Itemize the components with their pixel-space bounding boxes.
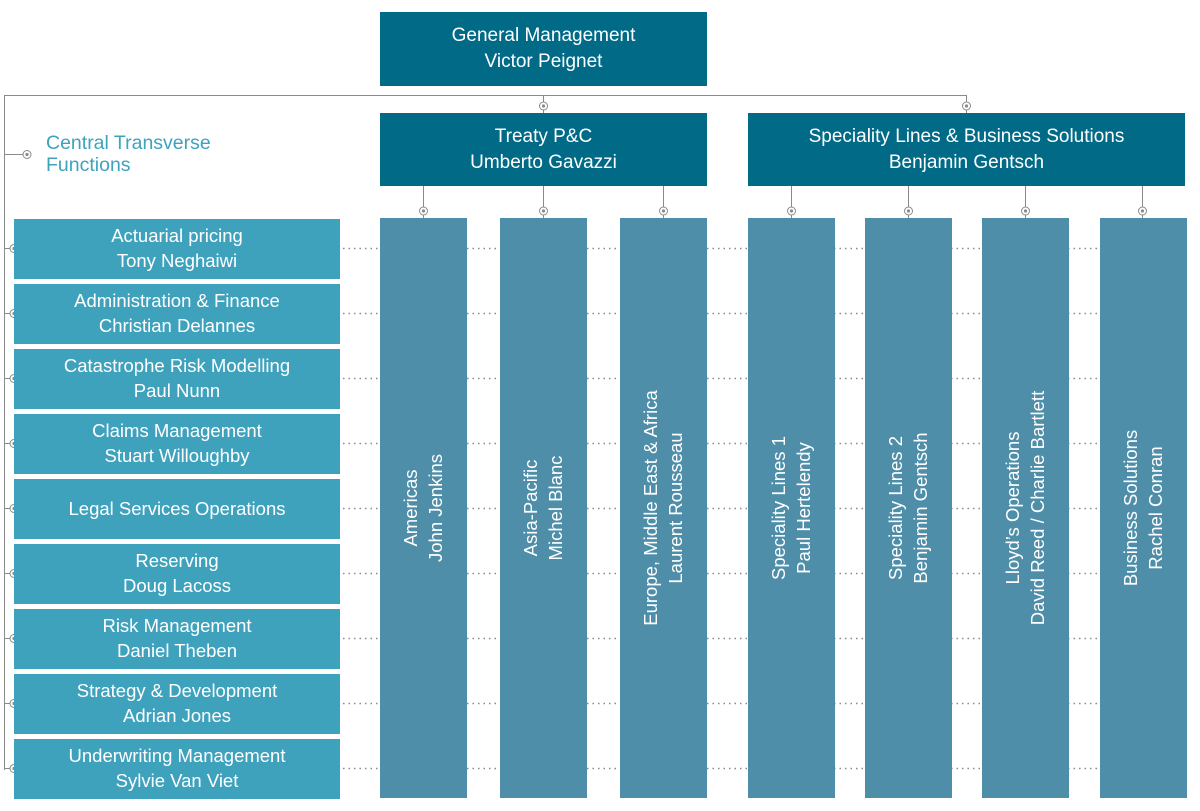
function-head-name: Christian Delannes (98, 315, 256, 336)
unit-column-business-solutions: Business Solutions Rachel Conran (1100, 218, 1187, 798)
unit-title: Lloyd’s Operations (1001, 431, 1023, 585)
unit-column-emea: Europe, Middle East & Africa Laurent Rou… (620, 218, 707, 798)
unit-column-lloyds: Lloyd’s Operations David Reed / Charlie … (982, 218, 1069, 798)
unit-label: Lloyd’s Operations David Reed / Charlie … (1001, 391, 1051, 625)
unit-label: Europe, Middle East & Africa Laurent Rou… (639, 390, 689, 625)
function-title: Underwriting Management (68, 745, 286, 767)
unit-title: Asia-Pacific (519, 459, 541, 557)
division-head-name: Umberto Gavazzi (470, 151, 617, 173)
function-title: Actuarial pricing (111, 225, 243, 247)
central-functions-title: Central Transverse Functions (46, 132, 211, 177)
function-box-actuarial: Actuarial pricing Tony Neghaiwi (14, 219, 340, 279)
unit-head-name: Michel Blanc (544, 455, 566, 561)
function-box-administration: Administration & Finance Christian Delan… (14, 284, 340, 344)
general-management-title: General Management (451, 25, 636, 47)
unit-label: Americas John Jenkins (399, 454, 449, 562)
unit-column-speciality-2: Speciality Lines 2 Benjamin Gentsch (865, 218, 952, 798)
unit-title: Business Solutions (1119, 429, 1141, 587)
unit-label: Asia-Pacific Michel Blanc (519, 456, 569, 561)
function-title: Reserving (135, 550, 219, 572)
unit-label: Business Solutions Rachel Conran (1119, 430, 1169, 586)
function-head-name: Tony Neghaiwi (116, 250, 238, 271)
function-head-name: Adrian Jones (123, 705, 231, 726)
unit-label: Speciality Lines 1 Paul Hertelendy (767, 436, 817, 580)
function-head-name: Sylvie Van Viet (115, 770, 239, 791)
function-title: Strategy & Development (76, 680, 278, 702)
function-head-name: Stuart Willoughby (104, 445, 250, 466)
unit-head-name: Paul Hertelendy (792, 442, 814, 574)
unit-title: Europe, Middle East & Africa (639, 390, 661, 626)
function-head-name: Daniel Theben (117, 640, 237, 661)
unit-head-name: John Jenkins (424, 454, 446, 562)
function-box-legal: Legal Services Operations (14, 479, 340, 539)
function-box-risk: Risk Management Daniel Theben (14, 609, 340, 669)
function-title: Catastrophe Risk Modelling (63, 355, 291, 377)
division-title: Speciality Lines & Business Solutions (808, 125, 1125, 147)
function-title: Risk Management (102, 615, 252, 637)
function-box-catastrophe: Catastrophe Risk Modelling Paul Nunn (14, 349, 340, 409)
function-head-name: Doug Lacoss (123, 575, 231, 596)
division-box-speciality: Speciality Lines & Business Solutions Be… (748, 113, 1185, 186)
unit-title: Americas (399, 469, 421, 547)
function-box-reserving: Reserving Doug Lacoss (14, 544, 340, 604)
unit-head-name: David Reed / Charlie Bartlett (1026, 390, 1048, 626)
unit-label: Speciality Lines 2 Benjamin Gentsch (884, 432, 934, 583)
central-functions-title-line1: Central Transverse (46, 132, 211, 154)
unit-head-name: Laurent Rousseau (664, 432, 686, 584)
unit-column-americas: Americas John Jenkins (380, 218, 467, 798)
function-title: Administration & Finance (74, 290, 280, 312)
unit-head-name: Benjamin Gentsch (909, 432, 931, 584)
unit-title: Speciality Lines 1 (767, 436, 789, 580)
division-title: Treaty P&C (494, 125, 593, 147)
function-title: Legal Services Operations (68, 497, 286, 519)
function-head-name: Paul Nunn (133, 380, 221, 401)
division-box-treaty: Treaty P&C Umberto Gavazzi (380, 113, 707, 186)
general-management-name: Victor Peignet (484, 51, 603, 72)
general-management-box: General Management Victor Peignet (380, 12, 707, 86)
unit-head-name: Rachel Conran (1144, 446, 1166, 570)
unit-title: Speciality Lines 2 (884, 436, 906, 580)
unit-column-asia-pacific: Asia-Pacific Michel Blanc (500, 218, 587, 798)
central-functions-title-line2: Functions (46, 154, 131, 177)
function-title: Claims Management (92, 420, 262, 442)
function-box-claims: Claims Management Stuart Willoughby (14, 414, 340, 474)
function-box-underwriting: Underwriting Management Sylvie Van Viet (14, 739, 340, 799)
unit-column-speciality-1: Speciality Lines 1 Paul Hertelendy (748, 218, 835, 798)
division-head-name: Benjamin Gentsch (888, 151, 1045, 173)
function-box-strategy: Strategy & Development Adrian Jones (14, 674, 340, 734)
